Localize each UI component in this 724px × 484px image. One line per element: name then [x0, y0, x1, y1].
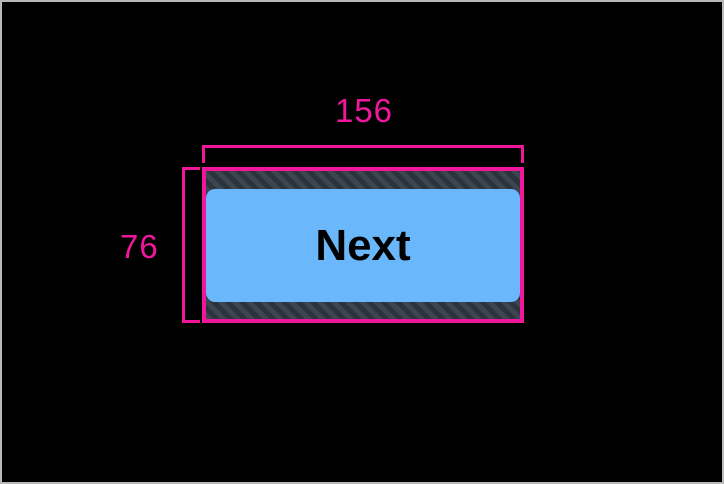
width-dimension-label: 156 — [334, 92, 394, 129]
width-dimension-bracket — [202, 145, 524, 163]
element-highlight-outline: Next — [202, 167, 524, 323]
next-button[interactable]: Next — [206, 189, 520, 302]
next-button-label: Next — [315, 220, 411, 270]
height-dimension-bracket — [182, 167, 200, 323]
height-dimension-label: 76 — [120, 228, 159, 265]
